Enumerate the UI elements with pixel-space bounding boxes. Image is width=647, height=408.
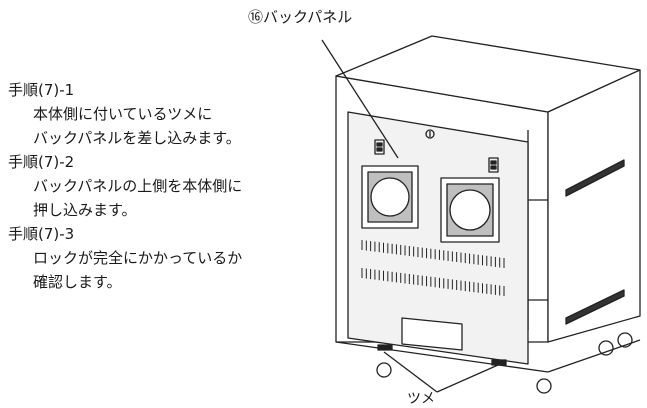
lock-icon (425, 129, 435, 139)
step-3-heading: 手順(7)-3 (8, 225, 75, 243)
step-2: 手順(7)-2 バックパネルの上側を本体側に 押し込みます。 (8, 150, 308, 222)
right-tab-icon (491, 359, 507, 366)
cabinet-side-face (547, 69, 641, 343)
left-tab-icon (377, 344, 393, 351)
step-2-text-line-1: バックパネルの上側を本体側に (33, 177, 243, 195)
rear-caster-icon (617, 332, 633, 348)
step-1-heading: 手順(7)-1 (8, 81, 75, 99)
step-3-text-line-2: 確認します。 (33, 273, 122, 291)
step-2-heading: 手順(7)-2 (8, 153, 75, 171)
front-right-caster-icon (536, 378, 552, 394)
front-left-caster-icon (376, 362, 392, 378)
cable-cutout (401, 317, 463, 351)
side-vent-upper (565, 159, 625, 197)
step-1-text-line-2: バックパネルを差し込みます。 (33, 129, 241, 147)
step-3: 手順(7)-3 ロックが完全にかかっているか 確認します。 (8, 222, 308, 294)
step-1: 手順(7)-1 本体側に付いているツメに バックパネルを差し込みます。 (8, 78, 308, 150)
step-2-text-line-2: 押し込みます。 (33, 201, 137, 219)
back-panel-vent-slots (361, 240, 505, 296)
back-panel-callout-label: ⑯バックパネル (248, 8, 353, 26)
rear-right-caster-icon (598, 340, 614, 356)
side-vent-lower (565, 289, 625, 325)
left-latch-icon (374, 139, 385, 155)
step-3-text-line-1: ロックが完全にかかっているか (33, 249, 243, 267)
instruction-steps: 手順(7)-1 本体側に付いているツメに バックパネルを差し込みます。 手順(7… (8, 78, 308, 294)
tab-callout-label: ツメ (407, 391, 435, 407)
right-latch-icon (488, 157, 499, 173)
step-1-text-line-1: 本体側に付いているツメに (33, 105, 213, 123)
